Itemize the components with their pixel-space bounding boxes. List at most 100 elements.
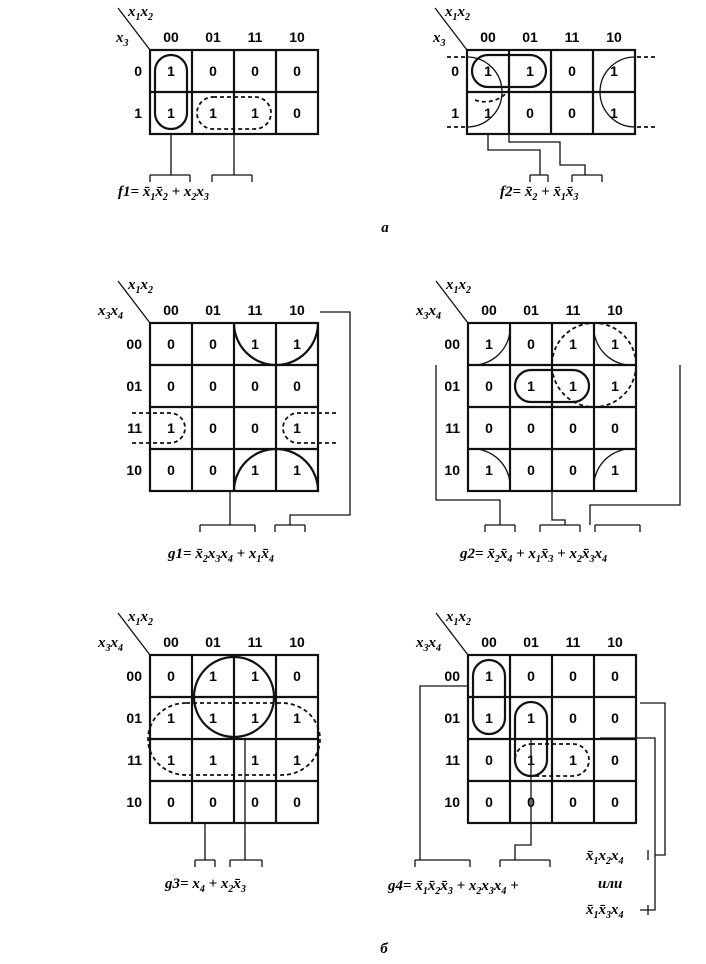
column-header: 00: [481, 634, 497, 650]
row-header: 01: [126, 710, 142, 726]
connector-line: [149, 134, 191, 182]
cell-value: 0: [569, 420, 577, 436]
equation-f2: f2= x̄2​ + x̄1​x̄3​: [500, 184, 578, 203]
cell-value: 0: [251, 378, 259, 394]
cell-value: 1: [167, 63, 175, 79]
row-header: 1: [134, 105, 142, 121]
cell-value: 0: [568, 105, 576, 121]
cell-value: 1: [167, 420, 175, 436]
wrap-group-loop: [282, 412, 336, 444]
row-variable-label: x3​x4​: [415, 635, 441, 654]
corner-diagonal: [435, 280, 469, 324]
cell-value: 0: [209, 420, 217, 436]
column-header: 00: [163, 302, 179, 318]
row-header: 01: [444, 710, 460, 726]
column-header: 11: [248, 29, 263, 45]
column-header: 00: [163, 29, 179, 45]
cell-value: 1: [251, 752, 259, 768]
cell-value: 1: [611, 336, 619, 352]
kmap-g4: x1​x2​x3​x4​0001111000011110100011000110…: [415, 609, 638, 825]
column-header: 10: [289, 29, 305, 45]
cell-value: 0: [485, 752, 493, 768]
cell-value: 0: [569, 668, 577, 684]
connector-line: [600, 737, 656, 915]
row-header: 10: [444, 462, 460, 478]
connector-line: [274, 311, 351, 532]
equation-g3: g3= x4​ + x2​x̄3​: [164, 876, 246, 895]
cell-value: 1: [293, 420, 301, 436]
corner-group-loop: [232, 322, 320, 367]
cell-value: 1: [209, 668, 217, 684]
cell-value: 0: [209, 63, 217, 79]
cell-value: 0: [209, 378, 217, 394]
corner-group-loop: [593, 322, 637, 366]
section-label-b: б: [380, 941, 388, 957]
cell-value: 0: [611, 710, 619, 726]
row-header: 11: [127, 420, 142, 436]
column-variable-label: x1​x2​: [444, 4, 470, 23]
column-header: 10: [289, 302, 305, 318]
group-loop: [514, 743, 590, 777]
connector-line: [589, 365, 681, 532]
cell-value: 1: [251, 336, 259, 352]
row-header: 11: [445, 752, 460, 768]
column-header: 11: [248, 634, 263, 650]
row-header: 10: [126, 794, 142, 810]
connector-line: [508, 134, 603, 182]
cell-value: 0: [167, 668, 175, 684]
row-variable-label: x3​: [115, 30, 129, 49]
connector-line: [640, 702, 666, 860]
cell-value: 1: [167, 710, 175, 726]
cell-value: 1: [527, 710, 535, 726]
connector-line: [414, 685, 471, 867]
row-header: 10: [444, 794, 460, 810]
column-header: 11: [248, 302, 263, 318]
connector-line: [229, 739, 263, 867]
cell-value: 0: [611, 668, 619, 684]
cell-value: 0: [527, 462, 535, 478]
connector-line: [499, 739, 551, 867]
equation-f1: f1= x̄1​x̄2​ + x2​x3​: [118, 184, 209, 203]
cell-value: 1: [167, 105, 175, 121]
column-header: 11: [566, 302, 581, 318]
alternative-term: x̄1​x2​x4​: [585, 848, 624, 867]
row-header: 00: [444, 668, 460, 684]
cell-value: 0: [485, 794, 493, 810]
cell-value: 1: [209, 710, 217, 726]
row-header: 00: [126, 668, 142, 684]
cell-value: 1: [167, 752, 175, 768]
kmap-g2: x1​x2​x3​x4​0001111000011110101101110000…: [415, 277, 638, 493]
alternative-term: x̄1​x̄3​x4​: [585, 902, 624, 921]
column-header: 00: [163, 634, 179, 650]
group-loop: [153, 53, 189, 131]
cell-value: 1: [293, 462, 301, 478]
cell-value: 1: [526, 63, 534, 79]
cell-value: 1: [569, 378, 577, 394]
column-header: 01: [523, 302, 539, 318]
cell-value: 1: [610, 63, 618, 79]
cell-value: 1: [527, 378, 535, 394]
group-loop: [147, 702, 321, 776]
cell-value: 0: [527, 420, 535, 436]
cell-value: 0: [251, 420, 259, 436]
cell-value: 1: [251, 462, 259, 478]
cell-value: 0: [209, 794, 217, 810]
cell-value: 0: [251, 794, 259, 810]
cell-value: 1: [485, 668, 493, 684]
cell-value: 1: [293, 336, 301, 352]
cell-value: 1: [251, 668, 259, 684]
connector-line: [487, 134, 549, 182]
cell-value: 0: [569, 794, 577, 810]
row-header: 0: [451, 63, 459, 79]
column-header: 01: [522, 29, 538, 45]
corner-group-loop: [467, 322, 511, 366]
row-header: 01: [444, 378, 460, 394]
cell-value: 0: [293, 794, 301, 810]
corner-diagonal: [117, 7, 151, 51]
cell-value: 0: [568, 63, 576, 79]
cell-value: 1: [610, 105, 618, 121]
row-header: 00: [126, 336, 142, 352]
equation-g4: g4= x̄1​x̄2​x̄3​ + x2​x3​x4​ +: [387, 878, 519, 897]
row-header: 10: [126, 462, 142, 478]
